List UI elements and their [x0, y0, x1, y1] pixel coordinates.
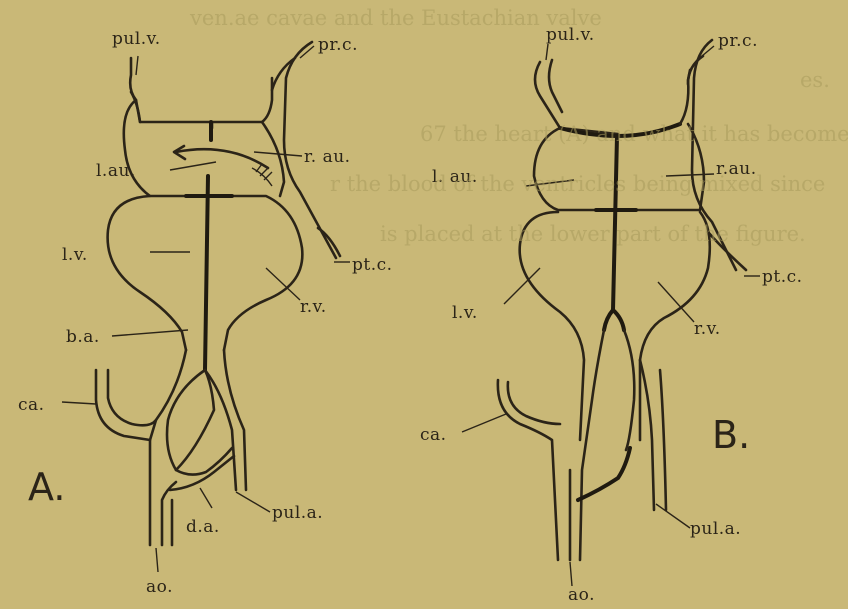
bleed-through-line-3: 67 the heart (A) and what it has become	[420, 122, 848, 146]
label-a-ao: ao.	[146, 577, 173, 597]
label-a-d-a: d.a.	[186, 517, 220, 537]
label-b-pt-c: pt.c.	[762, 267, 803, 287]
label-b-l-v: l.v.	[452, 303, 478, 323]
bleed-through-line-4: r the blood of the ventricles being mixe…	[330, 172, 825, 196]
bleed-through-line-2: es.	[800, 68, 830, 92]
label-a-pr-c: pr.c.	[318, 35, 358, 55]
panel-a-letter: A.	[28, 465, 65, 509]
bleed-through-line-5: is placed at the lower part of the figur…	[380, 222, 806, 246]
label-a-pul-a: pul.a.	[272, 503, 323, 523]
label-a-r-v: r.v.	[300, 297, 327, 317]
label-a-ca: ca.	[18, 395, 45, 415]
label-a-pt-c: pt.c.	[352, 255, 393, 275]
label-b-pr-c: pr.c.	[718, 31, 758, 51]
label-a-pul-v: pul.v.	[112, 29, 161, 49]
bleed-through-line-1: ven.ae cavae and the Eustachian valve	[190, 6, 602, 30]
label-a-b-a: b.a.	[66, 327, 100, 347]
label-b-r-v: r.v.	[694, 319, 721, 339]
label-b-ao: ao.	[568, 585, 595, 605]
label-a-r-au: r. au.	[304, 147, 351, 167]
label-b-pul-a: pul.a.	[690, 519, 741, 539]
label-a-l-au: l.au.	[96, 161, 136, 181]
label-a-l-v: l.v.	[62, 245, 88, 265]
label-b-ca: ca.	[420, 425, 447, 445]
panel-b-letter: B.	[712, 413, 750, 457]
